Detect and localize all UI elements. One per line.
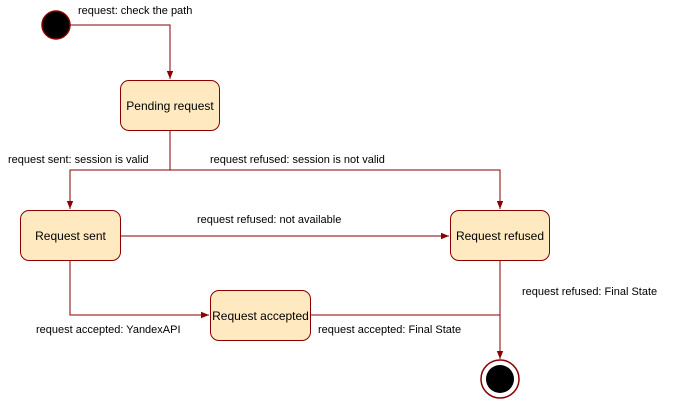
- state-pending-request[interactable]: Pending request: [120, 80, 220, 131]
- edge-sent-to-accepted: [69, 261, 209, 319]
- edge-pending-to-sent: [66, 131, 171, 209]
- state-request-accepted[interactable]: Request accepted: [210, 290, 311, 341]
- edge-pending-to-refused: [170, 169, 504, 209]
- label-session-not-valid: request refused: session is not valid: [210, 154, 385, 166]
- label-check-path: request: check the path: [78, 5, 193, 17]
- label-not-available: request refused: not available: [197, 214, 342, 226]
- label-session-valid: request sent: session is valid: [8, 154, 149, 166]
- label-refused-final: request refused: Final State: [522, 286, 658, 298]
- edge-start-to-pending: [70, 24, 174, 79]
- state-request-refused[interactable]: Request refused: [450, 210, 550, 261]
- final-state-node-core: [486, 365, 514, 393]
- label-accepted-yandex: request accepted: YandexAPI: [36, 324, 181, 336]
- label-accepted-final: request accepted: Final State: [318, 324, 462, 336]
- state-request-sent[interactable]: Request sent: [20, 210, 121, 261]
- initial-state-node: [41, 10, 71, 40]
